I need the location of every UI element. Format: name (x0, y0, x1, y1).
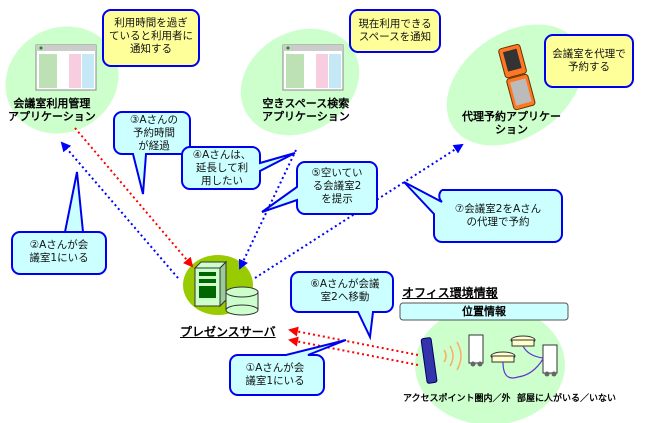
label-line: アプリケーション (8, 110, 96, 123)
note-line: 現在利用できる (358, 18, 432, 30)
space-app-label: 空きスペース検索 アプリケーション (262, 97, 350, 123)
step-line: 室2へ移動 (320, 291, 370, 303)
step-4-text: ④Aさんは、 延長して利 用したい (184, 149, 260, 188)
office-env-ellipse (415, 305, 565, 423)
arrow-step1 (288, 336, 419, 366)
pda-device-icon (420, 337, 438, 384)
wireless-signal-icon (443, 341, 462, 371)
presence-server-label: プレゼンスサーバ (180, 325, 276, 339)
label-line: 代理予約アプリケー (462, 110, 561, 123)
step-callout (261, 161, 378, 215)
step-callout (403, 181, 563, 243)
step-line: ④Aさんは、 (192, 149, 252, 161)
meeting-app-label: 会議室利用管理 アプリケーション (8, 97, 96, 123)
note-box (349, 9, 441, 53)
note-line: 利用時間を過ぎ (114, 17, 188, 29)
label-line: アプリケーション (262, 110, 350, 123)
proxy-app-label: 代理予約アプリケー ション (462, 110, 561, 136)
access-point-icon (468, 334, 484, 367)
label-line: 空きスペース検索 (262, 97, 350, 110)
note-line: 予約する (568, 61, 610, 73)
sensor-icon (490, 351, 516, 363)
step-callout (113, 111, 191, 195)
arrow-step7 (254, 143, 464, 279)
app-window-icon (35, 44, 97, 91)
note-text: 会議室を代理で 予約する (547, 48, 631, 74)
step-line: 予約時間 (133, 127, 175, 139)
step-line: 延長して利 (195, 162, 249, 174)
step-6-text: ⑥Aさんが会議 室2へ移動 (293, 278, 397, 304)
ap-caption: アクセスポイント圏内／外 (403, 394, 511, 404)
note-box (544, 34, 634, 88)
access-point-icon (542, 344, 558, 377)
step-line: ⑥Aさんが会議 (310, 278, 380, 290)
step-line: ②Aさんが会 (29, 239, 89, 251)
step-line: が経過 (138, 140, 170, 152)
step-line: ③Aさんの (129, 114, 179, 126)
step-line: を提示 (321, 193, 353, 205)
step-5-text: ⑤空いてい る会議室2 を提示 (299, 167, 375, 206)
step-7-text: ⑦会議室2をAさん の代理で予約 (436, 203, 560, 229)
step-line: ⑦会議室2をAさん (454, 203, 542, 215)
step-line: の代理で予約 (466, 216, 530, 228)
step-1-text: ①Aさんが会 議室1にいる (232, 362, 318, 388)
sensor-icon (510, 335, 536, 347)
note-line: ていると利用者に (109, 30, 193, 42)
step-callout (181, 146, 296, 190)
sensor-cable (502, 345, 544, 379)
step-3-text: ③Aさんの 予約時間 が経過 (116, 114, 192, 153)
step-line: る会議室2 (312, 180, 362, 192)
office-env-title: オフィス環境情報 (402, 286, 498, 300)
arrow-step6 (288, 326, 419, 356)
step-2-text: ②Aさんが会 議室1にいる (14, 239, 104, 265)
note-line: 会議室を代理で (552, 48, 626, 60)
location-info-label: 位置情報 (462, 305, 506, 318)
step-callout (11, 171, 107, 275)
room-caption: 部屋に人がいる／いない (517, 394, 617, 404)
label-line: 会議室利用管理 (13, 97, 91, 110)
arrow-step3 (74, 127, 194, 268)
app-window-icon (282, 44, 344, 91)
location-info-bar (399, 302, 569, 321)
step-line: ①Aさんが会 (245, 362, 305, 374)
note-text: 利用時間を過ぎ ていると利用者に 通知する (108, 17, 194, 56)
note-line: スペースを通知 (358, 31, 432, 43)
note-line: 通知する (130, 43, 172, 55)
note-text: 現在利用できる スペースを通知 (352, 18, 438, 44)
label-line: ション (495, 123, 528, 136)
step-callout (290, 271, 394, 341)
server-icon (193, 260, 228, 308)
step-callout (229, 339, 347, 396)
note-box (102, 9, 200, 67)
step-line: 議室1にいる (29, 252, 89, 264)
mobile-phone-icon (498, 43, 536, 111)
database-icon (225, 286, 259, 316)
step-line: 用したい (201, 175, 243, 187)
step-line: 議室1にいる (245, 375, 305, 387)
step-line: ⑤空いてい (311, 167, 363, 179)
